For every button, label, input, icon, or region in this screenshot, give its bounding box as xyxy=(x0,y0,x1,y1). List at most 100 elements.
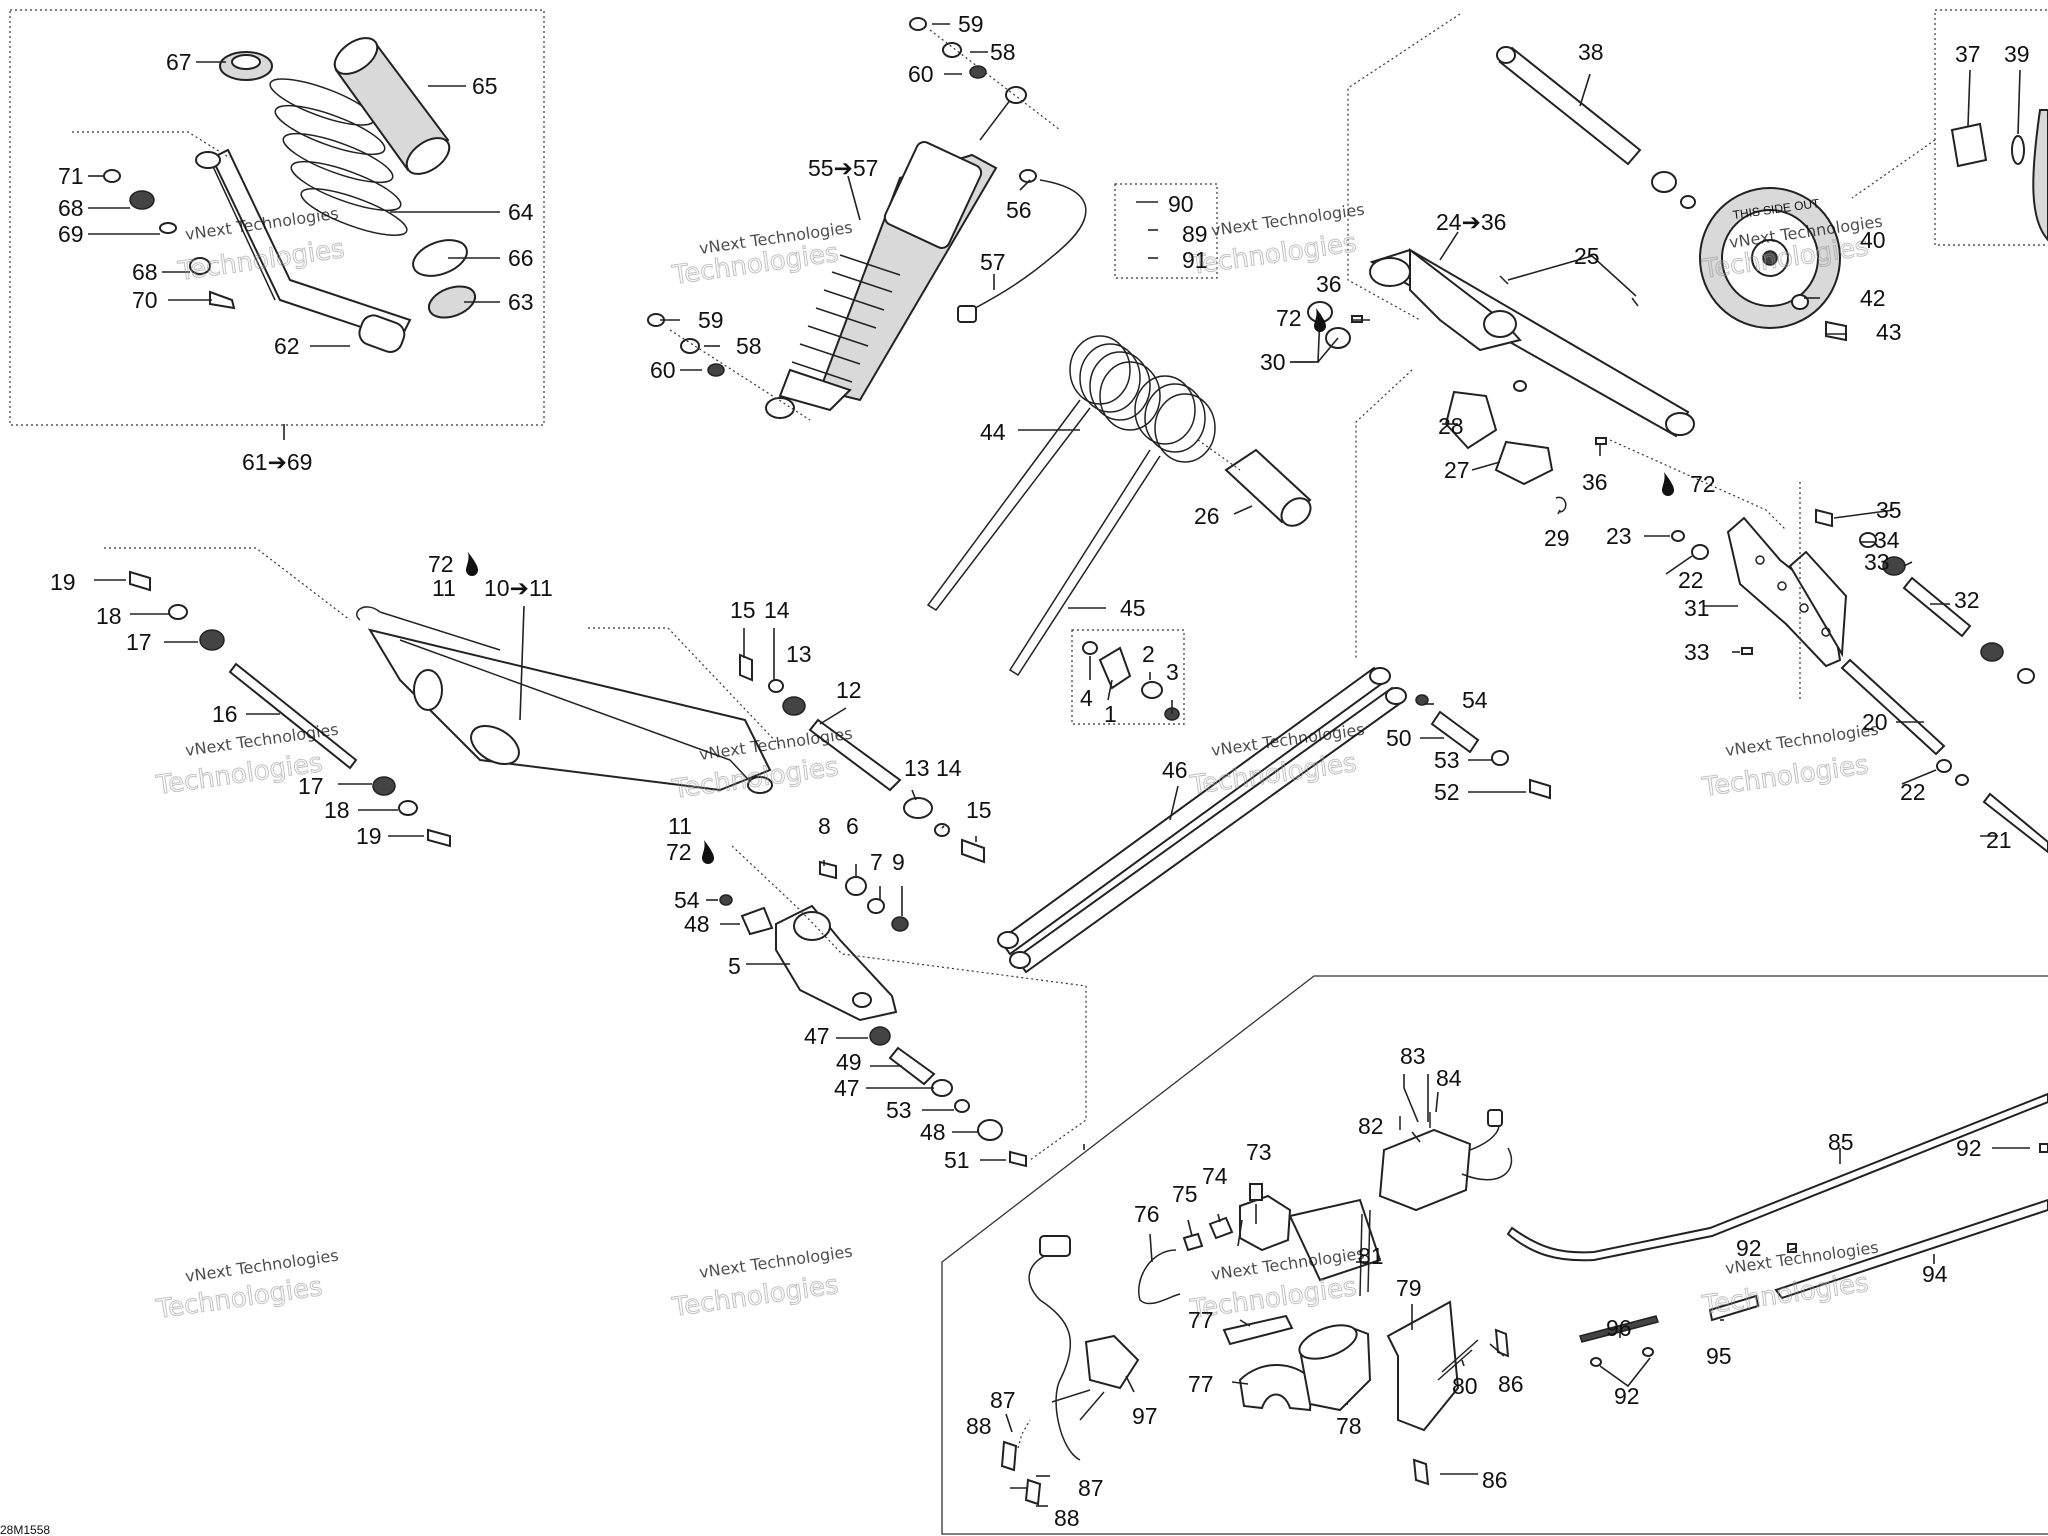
callout-label-40: 40 xyxy=(1860,227,1886,253)
callout-label-87a: 87 xyxy=(990,1387,1016,1413)
callout-label-71: 71 xyxy=(58,163,84,189)
callout-label-7: 7 xyxy=(870,849,883,875)
callout-label-5: 5 xyxy=(728,953,741,979)
callout-label-47a: 47 xyxy=(804,1023,830,1049)
callout-label-50: 50 xyxy=(1386,725,1412,751)
callout-label-58b: 58 xyxy=(736,333,762,359)
callout-label-90: 90 xyxy=(1168,191,1194,217)
callout-label-52: 52 xyxy=(1434,779,1460,805)
callout-label-68a: 68 xyxy=(58,195,84,221)
callout-label-24: 24➔36 xyxy=(1436,209,1506,235)
watermark-text: Technologies xyxy=(154,1272,325,1325)
callout-label-91: 91 xyxy=(1182,247,1208,273)
drop-icon xyxy=(702,840,714,864)
callout-label-97: 97 xyxy=(1132,1403,1158,1429)
callout-label-75: 75 xyxy=(1172,1181,1198,1207)
callout-label-22a: 22 xyxy=(1678,567,1704,593)
callout-label-88a: 88 xyxy=(966,1413,992,1439)
callout-label-15a: 15 xyxy=(730,597,756,623)
callout-label-38: 38 xyxy=(1578,39,1604,65)
callout-label-17b: 17 xyxy=(298,773,324,799)
callout-labels: 12345678910➔1111111213131414151516171718… xyxy=(50,11,2030,1531)
callout-label-9: 9 xyxy=(892,849,905,875)
callout-label-36b: 36 xyxy=(1582,469,1608,495)
callout-label-92a: 92 xyxy=(1956,1135,1982,1161)
callout-label-32: 32 xyxy=(1954,587,1980,613)
callout-label-19a: 19 xyxy=(50,569,76,595)
callout-label-62: 62 xyxy=(274,333,300,359)
callout-label-46: 46 xyxy=(1162,757,1188,783)
drawing-code: 28M1558 xyxy=(0,1523,50,1536)
callout-label-73: 73 xyxy=(1246,1139,1272,1165)
callout-label-96: 96 xyxy=(1606,1315,1632,1341)
callout-label-82: 82 xyxy=(1358,1113,1384,1139)
callout-label-30: 30 xyxy=(1260,349,1286,375)
rear-shock-drawing xyxy=(647,17,1087,421)
idler-wheel-drawing: THIS SIDE OUT xyxy=(1496,46,2048,342)
rear-rail-drawing xyxy=(1307,13,1787,660)
callout-label-63: 63 xyxy=(508,289,534,315)
callout-label-94: 94 xyxy=(1922,1261,1948,1287)
callout-label-86b: 86 xyxy=(1482,1467,1508,1493)
callout-label-76: 76 xyxy=(1134,1201,1160,1227)
callout-label-72b: 72 xyxy=(1690,471,1716,497)
callout-label-15b: 15 xyxy=(966,797,992,823)
callout-label-18a: 18 xyxy=(96,603,122,629)
callout-label-79: 79 xyxy=(1396,1275,1422,1301)
callout-label-18b: 18 xyxy=(324,797,350,823)
callout-label-6: 6 xyxy=(846,813,859,839)
callout-label-25: 25 xyxy=(1574,243,1600,269)
callout-label-37: 37 xyxy=(1955,41,1981,67)
callout-label-77a: 77 xyxy=(1188,1307,1214,1333)
callout-label-2: 2 xyxy=(1142,641,1155,667)
callout-label-87b: 87 xyxy=(1078,1475,1104,1501)
drop-icon xyxy=(1314,308,1326,332)
callout-label-77b: 77 xyxy=(1188,1371,1214,1397)
callout-label-80: 80 xyxy=(1452,1373,1478,1399)
rear-bracket-drawing xyxy=(1671,482,2048,854)
callout-label-58a: 58 xyxy=(990,39,1016,65)
callout-label-44: 44 xyxy=(980,419,1006,445)
callout-label-10: 10➔11 xyxy=(484,575,553,601)
callout-label-88b: 88 xyxy=(1054,1505,1080,1531)
callout-label-13b: 13 xyxy=(904,755,930,781)
callout-label-86a: 86 xyxy=(1498,1371,1524,1397)
callout-label-81: 81 xyxy=(1358,1243,1384,1269)
callout-label-17a: 17 xyxy=(126,629,152,655)
callout-label-51: 51 xyxy=(944,1147,970,1173)
callout-label-68b: 68 xyxy=(132,259,158,285)
shock-kit-frame xyxy=(9,9,545,426)
callout-label-22b: 22 xyxy=(1900,779,1926,805)
hardware-box-1-4 xyxy=(1071,629,1185,725)
callout-label-48b: 48 xyxy=(920,1119,946,1145)
callout-label-49: 49 xyxy=(836,1049,862,1075)
callout-label-26: 26 xyxy=(1194,503,1220,529)
shock-kit-drawing xyxy=(72,37,477,353)
callout-label-33b: 33 xyxy=(1684,639,1710,665)
callout-label-13a: 13 xyxy=(786,641,812,667)
callout-label-4: 4 xyxy=(1080,685,1093,711)
callout-label-34: 34 xyxy=(1874,527,1900,553)
callout-label-69: 69 xyxy=(58,221,84,247)
callout-label-42: 42 xyxy=(1860,285,1886,311)
callout-label-54a: 54 xyxy=(674,887,700,913)
callout-label-45: 45 xyxy=(1120,595,1146,621)
callout-label-55: 55➔57 xyxy=(808,155,878,181)
callout-label-33a: 33 xyxy=(1864,549,1890,575)
callout-label-20: 20 xyxy=(1862,709,1888,735)
callout-label-8: 8 xyxy=(818,813,831,839)
callout-label-27: 27 xyxy=(1444,457,1470,483)
callout-label-48a: 48 xyxy=(684,911,710,937)
callout-label-14b: 14 xyxy=(936,755,962,781)
drop-icon xyxy=(1662,472,1674,496)
callout-label-29: 29 xyxy=(1544,525,1570,551)
callout-label-47b: 47 xyxy=(834,1075,860,1101)
callout-label-39: 39 xyxy=(2004,41,2030,67)
torsion-springs-drawing xyxy=(926,335,1312,677)
callout-label-36a: 36 xyxy=(1316,271,1342,297)
callout-label-54b: 54 xyxy=(1462,687,1488,713)
callout-label-72c: 72 xyxy=(428,551,454,577)
callout-label-57: 57 xyxy=(980,249,1006,275)
callout-label-12: 12 xyxy=(836,677,862,703)
